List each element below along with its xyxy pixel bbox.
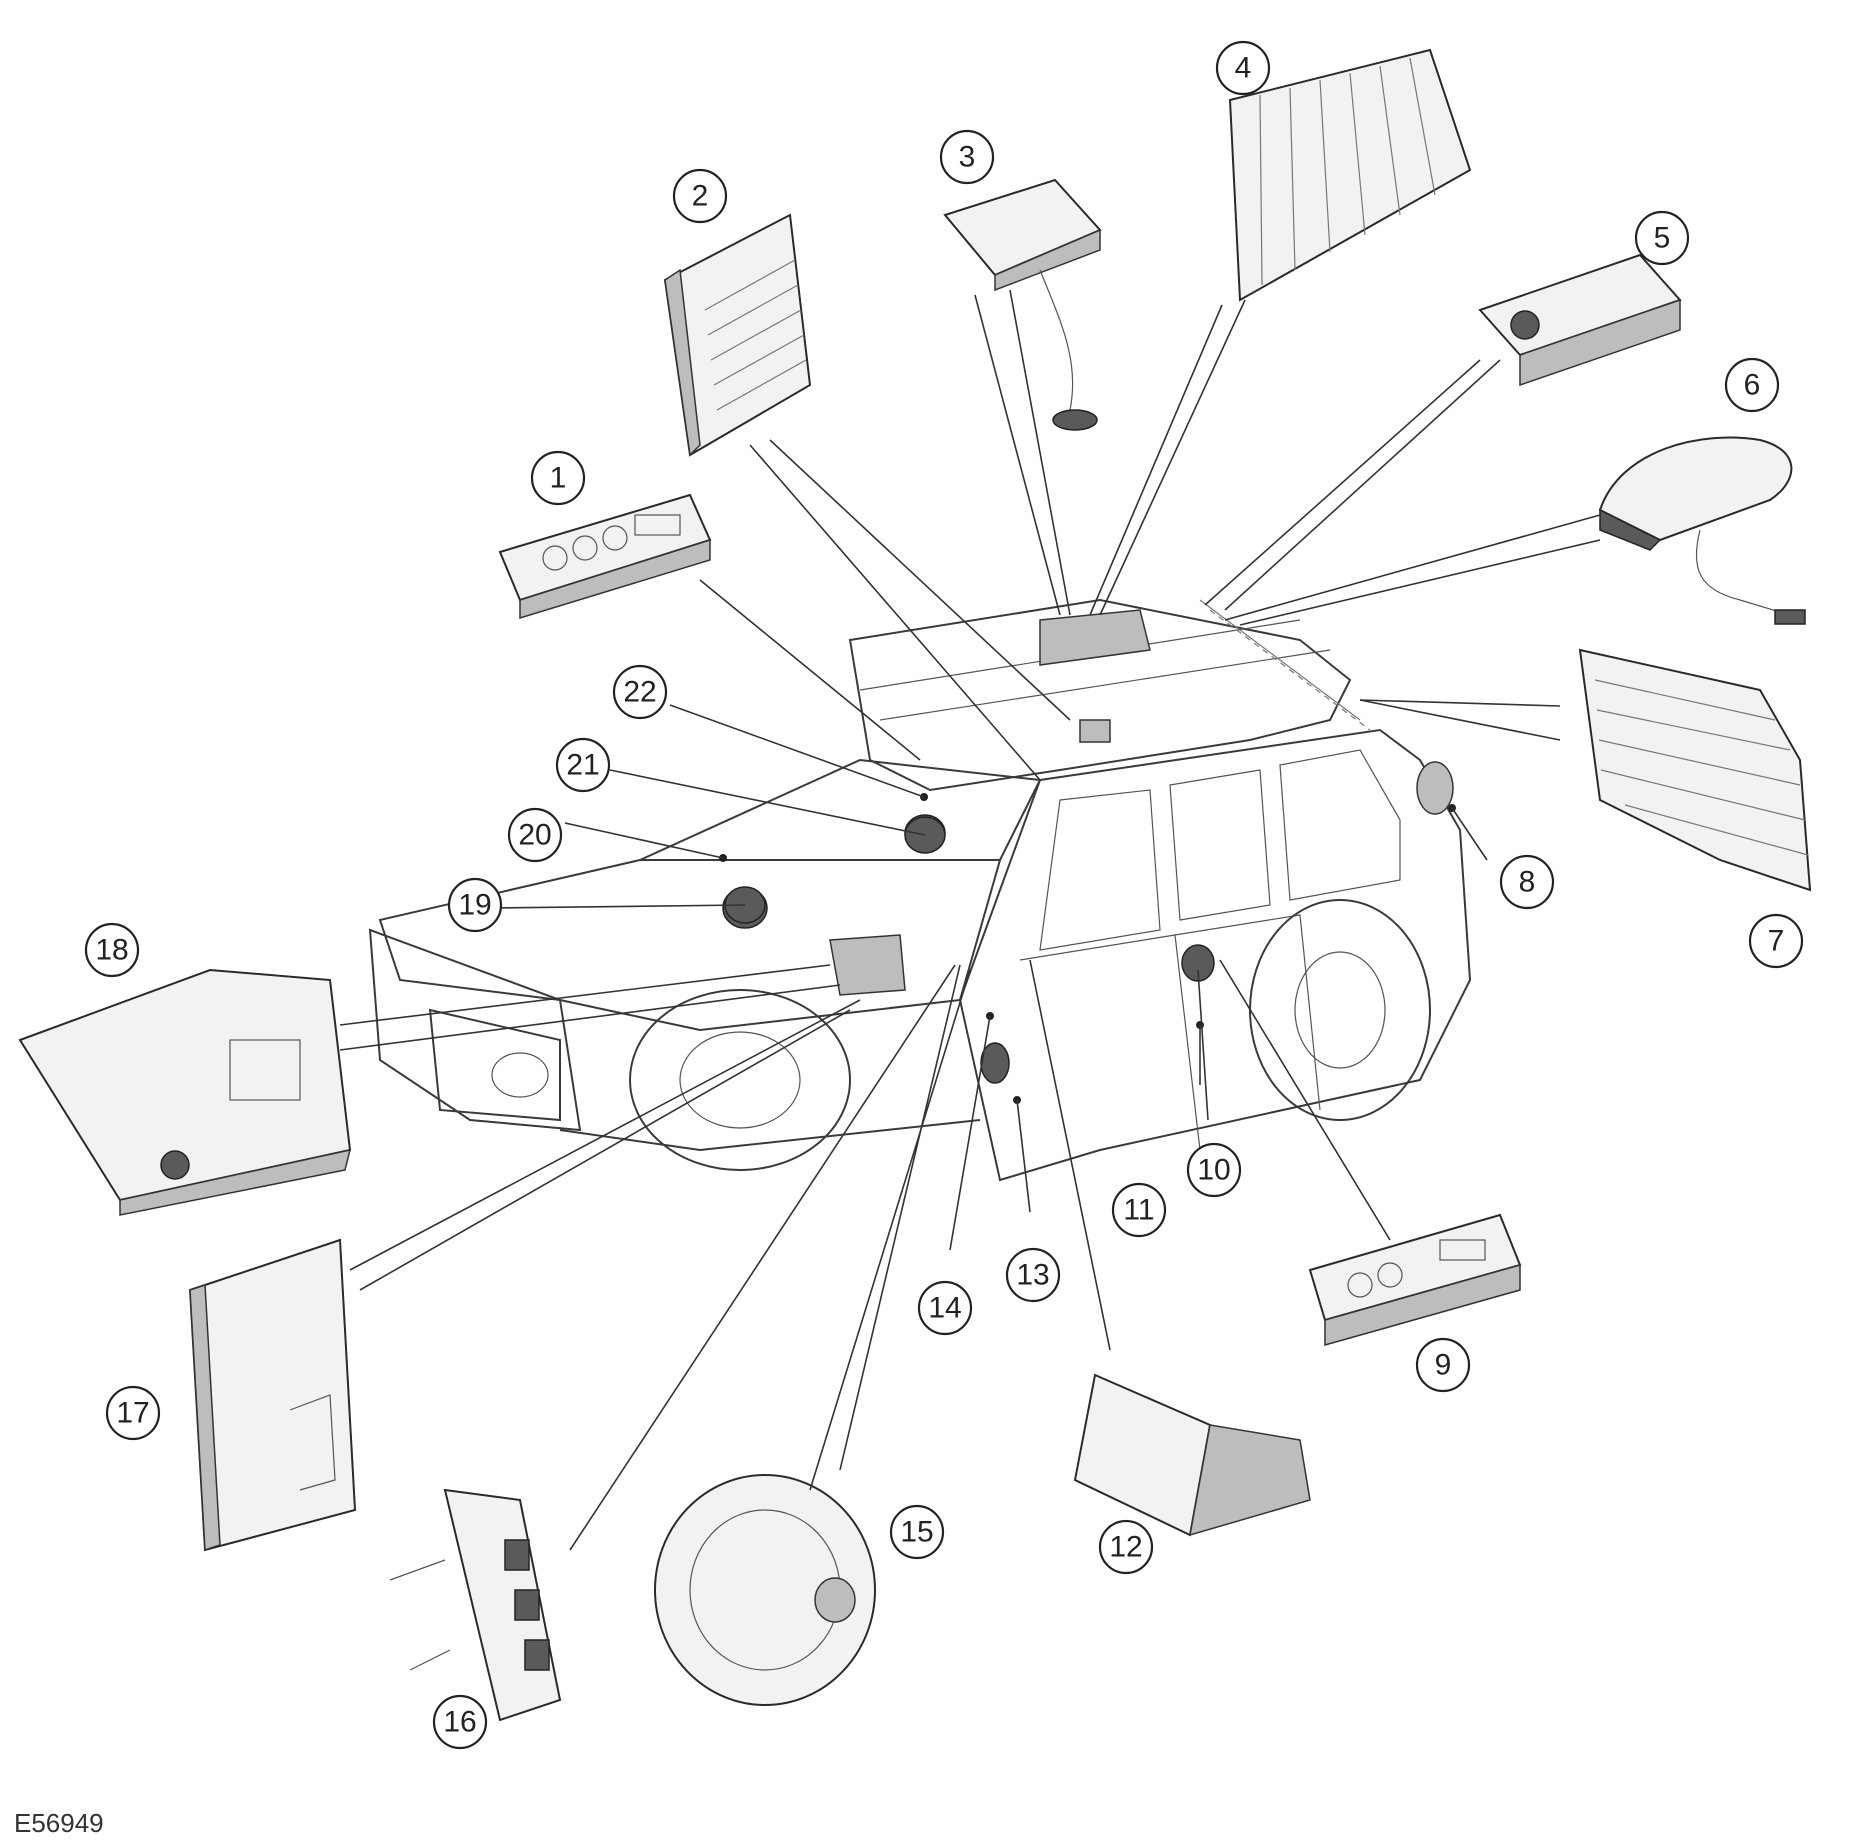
callout-20: 20 (507, 807, 563, 863)
svg-text:21: 21 (566, 749, 599, 782)
callout-14: 14 (917, 1280, 973, 1336)
component-4-glass-panel (1228, 48, 1472, 302)
component-1-switch-pack (498, 493, 712, 620)
callout-2: 2 (672, 168, 728, 224)
callout-4: 4 (1215, 40, 1271, 96)
svg-text:7: 7 (1768, 925, 1785, 958)
callout-1: 1 (530, 450, 586, 506)
svg-text:10: 10 (1197, 1154, 1230, 1187)
callout-5: 5 (1634, 210, 1690, 266)
svg-text:13: 13 (1016, 1259, 1049, 1292)
component-6-antenna (1598, 436, 1806, 625)
callout-15: 15 (889, 1504, 945, 1560)
svg-text:1: 1 (550, 462, 567, 495)
svg-text:17: 17 (116, 1397, 149, 1430)
svg-text:22: 22 (623, 676, 656, 709)
component-2-control-module (663, 213, 812, 457)
component-16-steering-switch (389, 1488, 562, 1722)
callout-16: 16 (432, 1694, 488, 1750)
callout-11: 11 (1111, 1182, 1167, 1238)
component-5-receiver-module (1478, 253, 1682, 387)
svg-text:15: 15 (900, 1516, 933, 1549)
svg-text:20: 20 (518, 819, 551, 852)
component-7-rear-glass (1578, 648, 1812, 892)
callout-17: 17 (105, 1385, 161, 1441)
callout-6: 6 (1724, 357, 1780, 413)
callout-22: 22 (612, 664, 668, 720)
vehicle-outline-icon (368, 598, 1472, 1182)
component-18-head-unit (18, 968, 352, 1216)
svg-text:19: 19 (458, 889, 491, 922)
figure-id: E56949 (14, 1808, 104, 1838)
callout-18: 18 (84, 922, 140, 978)
component-9-switch-pack (1308, 1213, 1522, 1346)
callout-3: 3 (939, 129, 995, 185)
svg-text:8: 8 (1519, 866, 1536, 899)
callout-19: 19 (447, 877, 503, 933)
svg-text:9: 9 (1435, 1349, 1452, 1382)
callout-21: 21 (555, 737, 611, 793)
callout-7: 7 (1748, 913, 1804, 969)
svg-text:5: 5 (1654, 222, 1671, 255)
leader-lines (339, 289, 1601, 1551)
component-17-control-module (188, 1238, 357, 1552)
svg-text:3: 3 (959, 141, 976, 174)
svg-text:12: 12 (1109, 1531, 1142, 1564)
callout-13: 13 (1005, 1247, 1061, 1303)
callout-9: 9 (1415, 1337, 1471, 1393)
callout-12: 12 (1098, 1519, 1154, 1575)
svg-text:6: 6 (1744, 369, 1761, 402)
callout-8: 8 (1499, 854, 1555, 910)
component-15-clockspring (654, 1474, 876, 1706)
svg-text:14: 14 (928, 1292, 961, 1325)
svg-text:4: 4 (1235, 52, 1252, 85)
svg-text:18: 18 (95, 934, 128, 967)
component-3-module (943, 178, 1102, 431)
callout-10: 10 (1186, 1142, 1242, 1198)
svg-text:16: 16 (443, 1706, 476, 1739)
svg-text:2: 2 (692, 180, 709, 213)
component-12-module (1073, 1373, 1311, 1537)
svg-text:11: 11 (1123, 1194, 1154, 1227)
